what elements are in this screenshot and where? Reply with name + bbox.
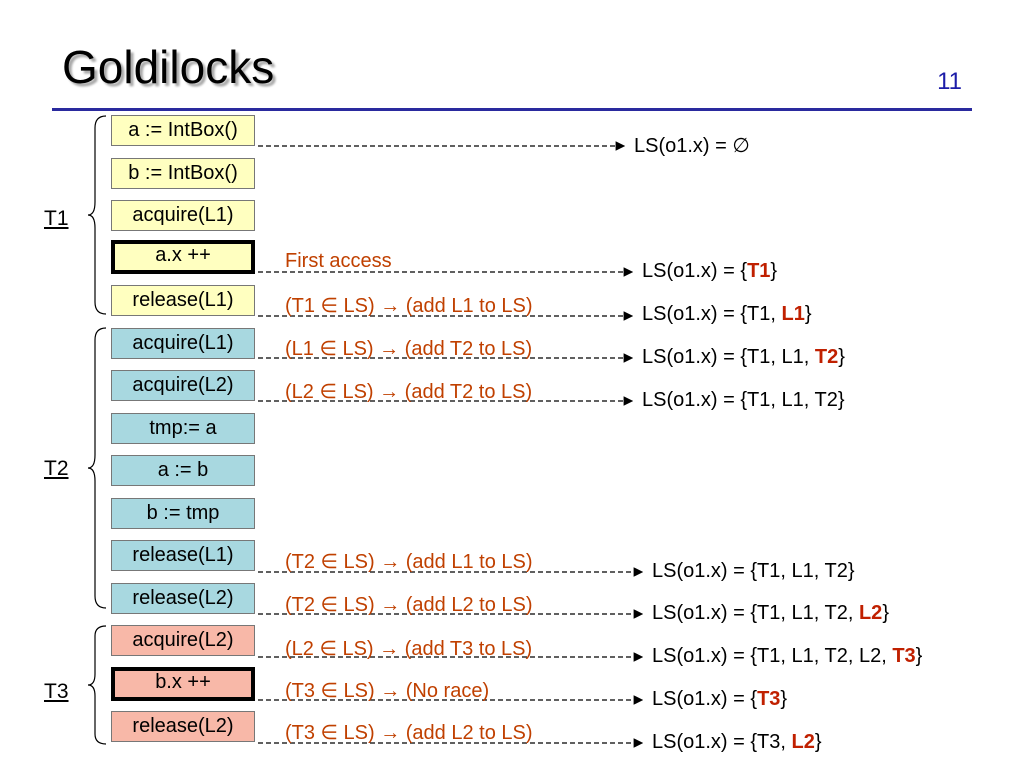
note-text: (T3 ∈ LS) → (add L2 to LS) — [285, 722, 533, 744]
lockset-state: LS(o1.x) = {T1, L1} — [642, 303, 812, 325]
brace-t3 — [87, 625, 107, 745]
op-box: acquire(L1) — [111, 328, 255, 359]
lockset-state: LS(o1.x) = {T1, L1, T2} — [642, 346, 845, 368]
note-text: (L2 ∈ LS) → (add T3 to LS) — [285, 638, 533, 660]
lockset-state: LS(o1.x) = ∅ — [634, 135, 750, 157]
op-box: b := IntBox() — [111, 158, 255, 189]
op-box-access: b.x ++ — [111, 667, 255, 701]
op-box: a := IntBox() — [111, 115, 255, 146]
brace-t2 — [87, 327, 107, 609]
op-box: release(L1) — [111, 540, 255, 571]
note-text: (T1 ∈ LS) → (add L1 to LS) — [285, 295, 533, 317]
op-box: a := b — [111, 455, 255, 486]
op-box: release(L2) — [111, 583, 255, 614]
note-text: (T2 ∈ LS) → (add L2 to LS) — [285, 594, 533, 616]
thread-label-t2: T2 — [44, 457, 69, 480]
op-box: release(L1) — [111, 285, 255, 316]
thread-label-t3: T3 — [44, 680, 69, 703]
op-box: b := tmp — [111, 498, 255, 529]
page-number: 11 — [937, 68, 962, 95]
note-text: First access — [285, 250, 392, 272]
note-text: (L2 ∈ LS) → (add T2 to LS) — [285, 381, 533, 403]
op-box: acquire(L1) — [111, 200, 255, 231]
lockset-state: LS(o1.x) = {T1} — [642, 260, 778, 282]
op-box: release(L2) — [111, 711, 255, 742]
thread-label-t1: T1 — [44, 207, 69, 230]
lockset-state: LS(o1.x) = {T3} — [652, 688, 788, 710]
lockset-state: LS(o1.x) = {T1, L1, T2} — [642, 389, 845, 411]
slide-title: Goldilocks — [62, 41, 275, 93]
lockset-state: LS(o1.x) = {T3, L2} — [652, 731, 822, 753]
brace-t1 — [87, 115, 107, 315]
note-text: (T2 ∈ LS) → (add L1 to LS) — [285, 551, 533, 573]
lockset-state: LS(o1.x) = {T1, L1, T2} — [652, 560, 855, 582]
op-box: acquire(L2) — [111, 625, 255, 656]
op-box: acquire(L2) — [111, 370, 255, 401]
op-box-access: a.x ++ — [111, 240, 255, 274]
lockset-state: LS(o1.x) = {T1, L1, T2, L2} — [652, 602, 889, 624]
note-text: (L1 ∈ LS) → (add T2 to LS) — [285, 338, 533, 360]
title-divider — [52, 108, 972, 111]
lockset-state: LS(o1.x) = {T1, L1, T2, L2, T3} — [652, 645, 923, 667]
note-text: (T3 ∈ LS) → (No race) — [285, 680, 490, 702]
op-box: tmp:= a — [111, 413, 255, 444]
